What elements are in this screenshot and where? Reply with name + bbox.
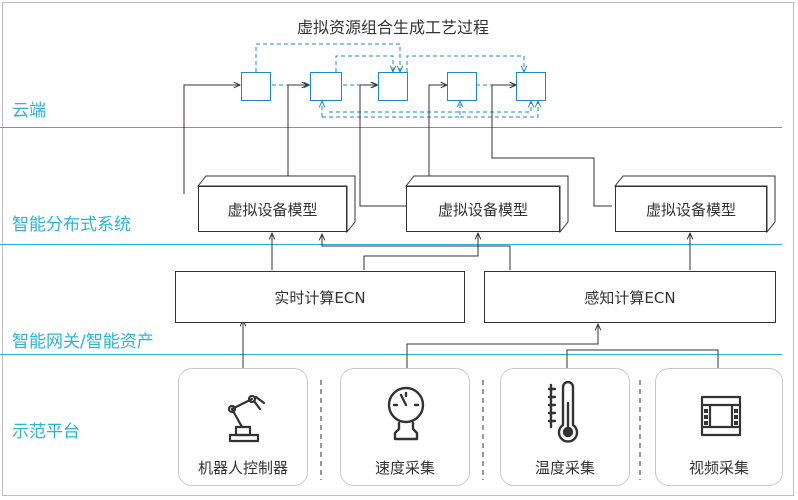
- cloud-resource-box-3: [378, 72, 408, 101]
- device-panel-video: 视频采集: [655, 368, 783, 486]
- cloud-resource-box-4: [447, 72, 477, 101]
- layer-divider-distributed: [0, 244, 782, 245]
- realtime-compute-box: 实时计算ECN: [175, 271, 465, 323]
- layer-label-distributed: 智能分布式系统: [12, 215, 131, 235]
- robot-arm-icon: [227, 394, 266, 443]
- layer-label-gateway: 智能网关/智能资产: [12, 332, 154, 352]
- layer-divider-cloud: [0, 127, 782, 128]
- perception-compute-box: 感知计算ECN: [484, 271, 776, 323]
- layer-label-demo: 示范平台: [12, 422, 80, 442]
- gauge-icon: [387, 386, 425, 441]
- device-label-temperature: 温度采集: [534, 459, 595, 477]
- thermometer-icon: [547, 381, 579, 443]
- device-label-speed: 速度采集: [374, 459, 435, 477]
- diagram-title: 虚拟资源组合生成工艺过程: [297, 18, 490, 37]
- layer-label-cloud: 云端: [12, 101, 46, 121]
- cloud-resource-box-5: [516, 72, 546, 101]
- layer-divider-gateway: [0, 354, 782, 355]
- cloud-resource-box-1: [241, 72, 271, 101]
- device-panel-robot: 机器人控制器: [178, 368, 308, 486]
- device-label-video: 视频采集: [688, 459, 749, 477]
- device-label-robot: 机器人控制器: [197, 459, 288, 477]
- device-panel-temperature: 温度采集: [500, 368, 630, 486]
- film-strip-icon: [700, 395, 742, 437]
- virtual-model-1: 虚拟设备模型: [198, 186, 347, 232]
- cloud-resource-box-2: [310, 72, 342, 101]
- device-panel-speed: 速度采集: [340, 368, 470, 486]
- virtual-model-3: 虚拟设备模型: [615, 186, 767, 232]
- virtual-model-2: 虚拟设备模型: [406, 186, 560, 232]
